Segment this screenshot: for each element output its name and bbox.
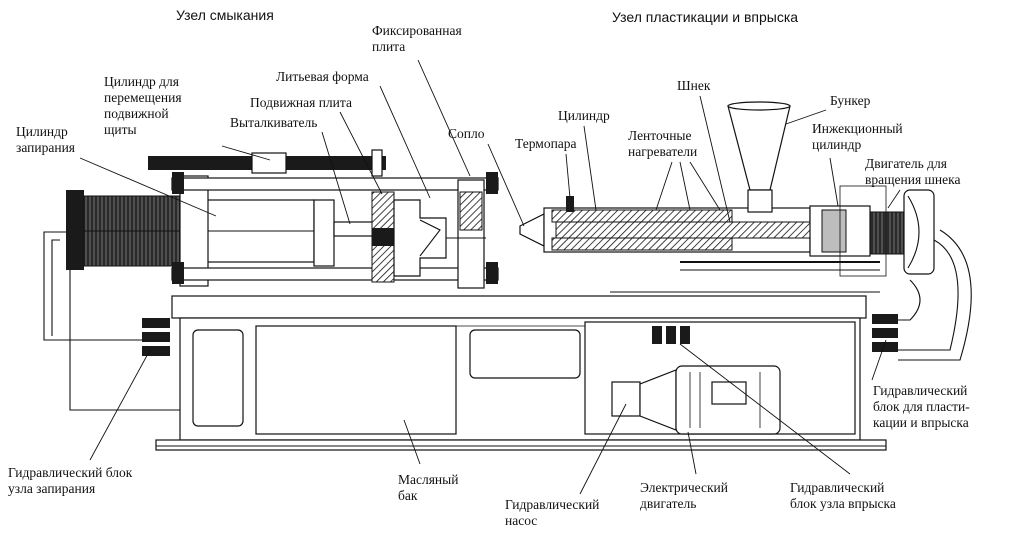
label-line: Литьевая форма <box>276 69 369 84</box>
label-line: Фиксированная <box>372 23 462 38</box>
thermocouple <box>566 196 574 212</box>
lock-cylinder-flange <box>66 190 84 270</box>
ejector-rod <box>333 221 375 237</box>
hydraulic-pump <box>611 381 641 417</box>
label-moving-plate: Подвижная плита <box>250 95 352 110</box>
machine-base-rail <box>171 295 867 319</box>
screw <box>555 221 819 239</box>
leader-lines <box>79 59 901 495</box>
label-line: Цилиндр для <box>104 74 179 89</box>
label-line: Гидравлический <box>505 497 599 512</box>
label-line: Гидравлический <box>790 480 884 495</box>
label-line: узла запирания <box>8 481 95 496</box>
label-line: вращения шнека <box>865 172 961 187</box>
label-cylinder: Цилиндр <box>558 108 610 123</box>
label-line: нагреватели <box>628 144 697 159</box>
bed-panel-left <box>192 329 244 427</box>
machine-drawing <box>43 101 972 451</box>
label-line: Электрический <box>640 480 728 495</box>
label-line: Сопло <box>448 126 485 141</box>
label-line: подвижной <box>104 106 169 121</box>
label-line: бак <box>398 488 418 503</box>
label-line: Выталкиватель <box>230 115 317 130</box>
label-hopper: Бункер <box>830 93 871 108</box>
label-line: Гидравлический <box>873 383 967 398</box>
tie-bar-bottom <box>171 267 499 281</box>
label-screw: Шнек <box>677 78 711 93</box>
hyd-block-lock <box>142 318 170 356</box>
label-line: блок для пласти- <box>873 399 970 414</box>
label-line: Ленточные <box>628 128 691 143</box>
hyd-block-injection <box>652 326 690 344</box>
hopper <box>727 105 791 191</box>
nozzle <box>519 213 545 247</box>
tie-bar-top <box>171 177 499 191</box>
label-line: Цилиндр <box>558 108 610 123</box>
label-nozzle: Сопло <box>448 126 485 141</box>
header-clamp-unit: Узел смыкания <box>176 7 274 23</box>
label-thermocouple: Термопара <box>515 136 577 151</box>
label-mold: Литьевая форма <box>276 69 369 84</box>
oil-tank <box>255 325 457 435</box>
label-line: двигатель <box>640 496 696 511</box>
label-line: Гидравлический блок <box>8 465 133 480</box>
mold <box>393 199 447 277</box>
label-line: Шнек <box>677 78 711 93</box>
label-line: Масляный <box>398 472 458 487</box>
headers: Узел смыкания Узел пластикации и впрыска <box>176 7 798 25</box>
label-line: перемещения <box>104 90 182 105</box>
label-line: Инжекционный <box>812 121 903 136</box>
label-line: щиты <box>104 122 137 137</box>
label-line: Двигатель для <box>865 156 947 171</box>
bed-panel-mid <box>469 329 581 379</box>
header-injection-unit: Узел пластикации и впрыска <box>612 9 798 25</box>
hyd-block-plasticizing <box>872 314 898 352</box>
label-line: плита <box>372 39 405 54</box>
label-line: Цилиндр <box>16 124 68 139</box>
label-line: блок узла впрыска <box>790 496 896 511</box>
label-line: насос <box>505 513 537 528</box>
label-line: цилиндр <box>812 137 862 152</box>
label-ejector: Выталкиватель <box>230 115 317 130</box>
ejector-block <box>313 199 335 267</box>
screw-motor <box>869 211 905 255</box>
label-line: кации и впрыска <box>873 415 969 430</box>
band-heaters <box>551 209 733 223</box>
label-line: запирания <box>16 140 75 155</box>
label-line: Бункер <box>830 93 871 108</box>
machine-foot <box>155 439 887 451</box>
label-line: Подвижная плита <box>250 95 352 110</box>
label-line: Термопара <box>515 136 577 151</box>
